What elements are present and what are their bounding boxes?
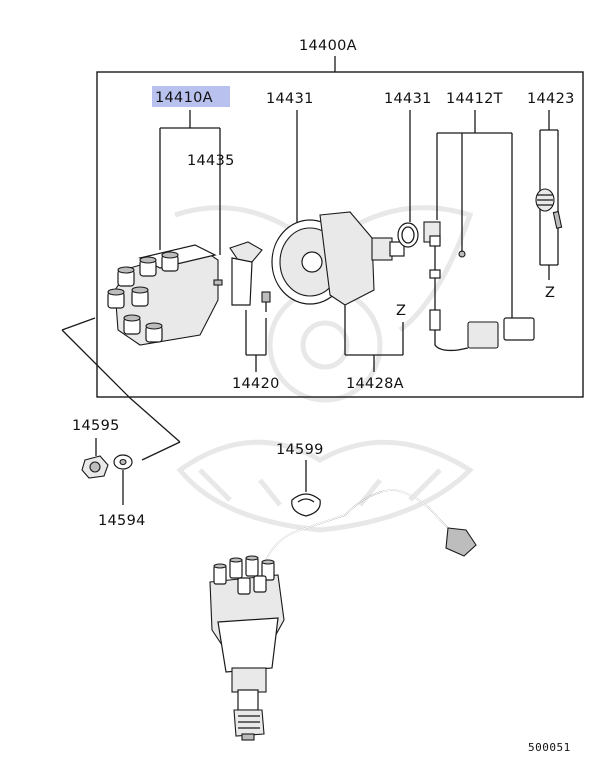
o-ring: [397, 222, 419, 248]
label-nut: 14595: [72, 418, 120, 434]
highlight-cap-assembly: [152, 86, 230, 107]
distributor-housing: [271, 211, 405, 306]
distributor-cap: [107, 244, 223, 346]
label-housing: 14431: [266, 91, 314, 107]
label-shaft-assembly: 14428A: [346, 376, 404, 392]
assembly-box: [96, 71, 584, 398]
label-cap-assembly: 14410A: [155, 90, 213, 106]
nut: [81, 455, 109, 479]
label-cap-terminal: 14435: [187, 153, 235, 169]
pointer-lines: [61, 317, 181, 461]
watermark-emblem: [174, 205, 474, 533]
bracket-cap-assembly: [159, 110, 221, 255]
label-z-gear: Z: [545, 285, 555, 301]
bracket-shaft-assembly: [345, 322, 404, 372]
label-clamp: 14599: [276, 442, 324, 458]
label-washer: 14594: [98, 513, 146, 529]
diagram-code: 500051: [528, 741, 571, 754]
distributor-assembly-installed: [209, 489, 477, 741]
label-assembly: 14400A: [299, 38, 357, 54]
wiring-harness: [423, 221, 535, 352]
clamp: [291, 493, 321, 517]
drive-gear: [535, 188, 563, 229]
bracket-rotor: [245, 310, 267, 372]
rotor: [229, 241, 271, 312]
label-oring: 14431: [384, 91, 432, 107]
label-z-housing: Z: [396, 303, 406, 319]
label-rotor: 14420: [232, 376, 280, 392]
label-gear: 14423: [527, 91, 575, 107]
washer: [113, 454, 133, 470]
label-harness: 14412T: [446, 91, 503, 107]
bracket-harness: [436, 110, 513, 318]
